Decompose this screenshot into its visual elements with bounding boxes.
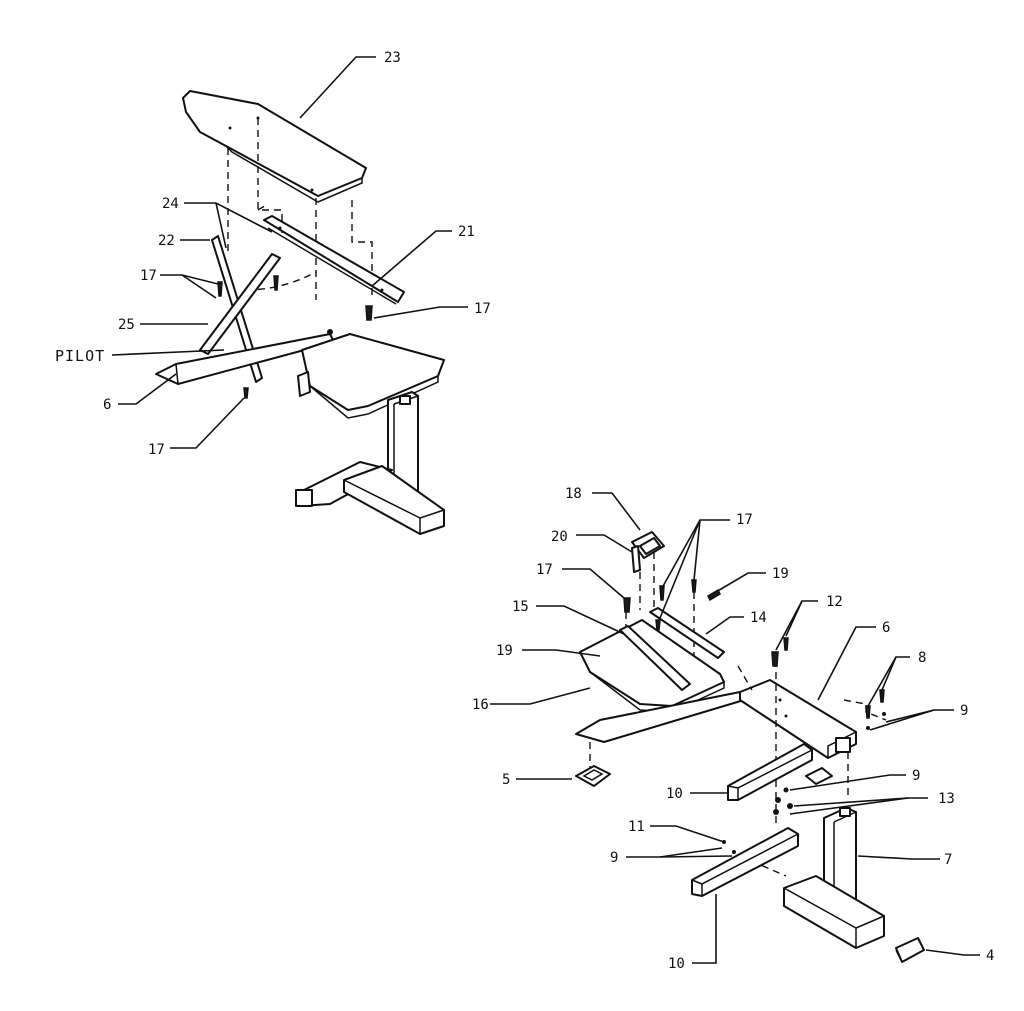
callout-8: 8 bbox=[918, 650, 926, 666]
callout-16: 16 bbox=[472, 697, 489, 713]
callout-14: 14 bbox=[750, 610, 767, 626]
part-15-rail bbox=[619, 625, 691, 691]
upper-assembly bbox=[155, 90, 445, 535]
callout-17-b: 17 bbox=[474, 301, 491, 317]
upper-pad-bracket bbox=[297, 371, 311, 397]
callout-labels: 23 24 22 21 17 25 17 PILOT 6 17 18 20 17… bbox=[55, 50, 994, 972]
callout-17-d: 17 bbox=[736, 512, 753, 528]
part-9-13-washers-nuts bbox=[722, 712, 886, 854]
part-12-bolts bbox=[771, 637, 789, 667]
lower-assembly bbox=[575, 531, 925, 963]
callout-7: 7 bbox=[944, 852, 952, 868]
screws-17-upper bbox=[217, 275, 373, 399]
callout-25: 25 bbox=[118, 317, 135, 333]
callout-23: 23 bbox=[384, 50, 401, 66]
part-6-lower-base-frame bbox=[575, 679, 857, 785]
callout-pilot: PILOT bbox=[55, 347, 105, 365]
callout-19-b: 19 bbox=[496, 643, 513, 659]
part-6-upper-base-leg bbox=[155, 333, 335, 385]
callout-21: 21 bbox=[458, 224, 475, 240]
part-14-rail bbox=[649, 607, 725, 659]
part-18-handle bbox=[631, 531, 665, 610]
callout-12: 12 bbox=[826, 594, 843, 610]
callout-5: 5 bbox=[502, 772, 510, 788]
callout-13: 13 bbox=[938, 791, 955, 807]
part-10-crossbar-upper bbox=[727, 743, 813, 801]
callout-17-e: 17 bbox=[536, 562, 553, 578]
part-25-rear-leg bbox=[199, 253, 281, 355]
callout-15: 15 bbox=[512, 599, 529, 615]
part-23-board-top bbox=[182, 90, 367, 203]
callout-11: 11 bbox=[628, 819, 645, 835]
part-4-end-cap bbox=[895, 937, 925, 963]
callout-9-a: 9 bbox=[960, 703, 968, 719]
callout-9-c: 9 bbox=[610, 850, 618, 866]
callout-24: 24 bbox=[162, 196, 179, 212]
upper-seat-pad bbox=[301, 333, 445, 419]
callout-17-a: 17 bbox=[140, 268, 157, 284]
part-21-upper-rail bbox=[263, 215, 405, 305]
callout-9-b: 9 bbox=[912, 768, 920, 784]
callout-17-c: 17 bbox=[148, 442, 165, 458]
callout-20: 20 bbox=[551, 529, 568, 545]
callout-4: 4 bbox=[986, 948, 994, 964]
callout-6-b: 6 bbox=[882, 620, 890, 636]
callout-6-a: 6 bbox=[103, 397, 111, 413]
leader-lines bbox=[111, 56, 980, 964]
callout-10-a: 10 bbox=[666, 786, 683, 802]
part-10-crossbar-lower bbox=[691, 827, 799, 897]
callout-10-b: 10 bbox=[668, 956, 685, 972]
part-5-end-cap bbox=[575, 765, 611, 787]
upper-base-foot bbox=[295, 461, 445, 535]
callout-22: 22 bbox=[158, 233, 175, 249]
part-7-foot bbox=[783, 875, 885, 949]
callout-19-a: 19 bbox=[772, 566, 789, 582]
part-16-seat-plate bbox=[579, 619, 725, 713]
callout-18: 18 bbox=[565, 486, 582, 502]
